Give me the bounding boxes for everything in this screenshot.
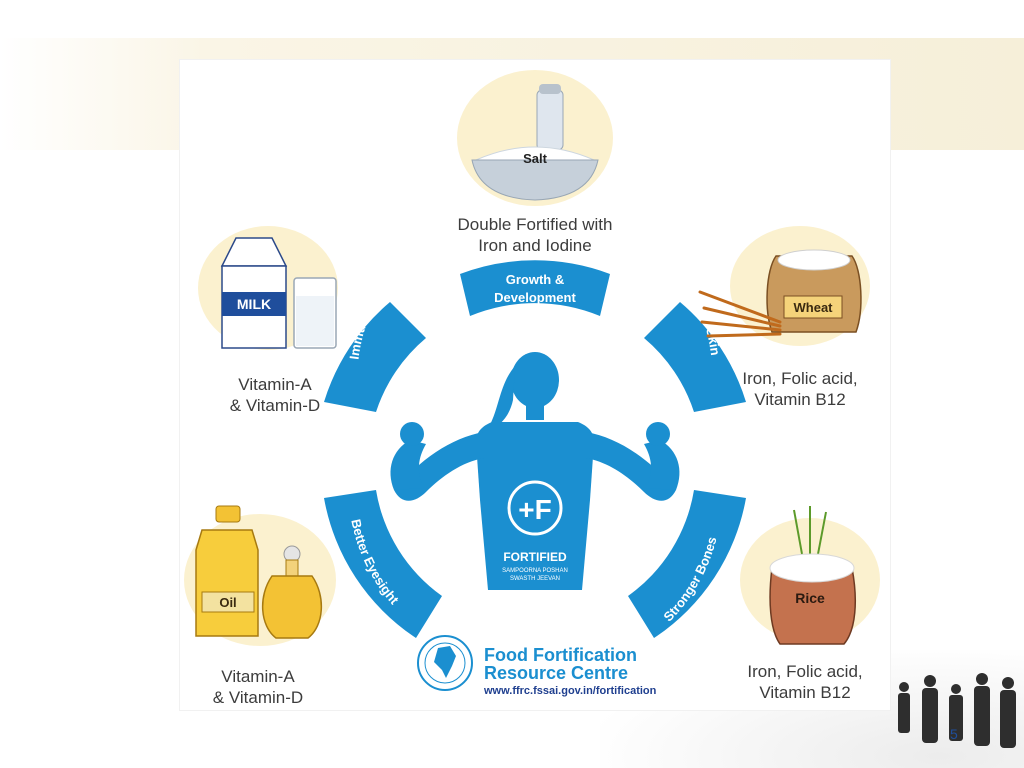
salt-caption: Double Fortified with Iron and Iodine — [457, 215, 613, 255]
benefit-ring — [324, 260, 746, 638]
segment-stronger-bones — [628, 490, 746, 638]
logo-url: www.ffrc.fssai.gov.in/fortification — [483, 685, 657, 697]
wheat-illustration: Wheat — [698, 226, 870, 346]
segment-immunity — [324, 302, 426, 412]
segment-healthy-skin — [644, 302, 746, 412]
business-people-decoration — [898, 673, 1016, 748]
fortified-mark: +F — [518, 494, 551, 525]
oil-label: Oil — [219, 595, 236, 610]
slide-number: 5 — [950, 726, 958, 742]
segment-growth — [460, 260, 610, 316]
milk-caption: Vitamin-A & Vitamin-D — [229, 375, 321, 415]
growth-label-line1: Growth & — [506, 272, 565, 287]
rice-illustration: Rice — [740, 506, 880, 645]
growth-label-line2: Development — [494, 290, 576, 305]
ffrc-logo: Food Fortification Resource Centre www.f… — [417, 635, 657, 697]
oil-caption: Vitamin-A & Vitamin-D — [212, 667, 304, 707]
segment-better-eyesight — [324, 490, 442, 638]
fortified-title: FORTIFIED — [503, 550, 567, 564]
salt-label: Salt — [523, 151, 548, 166]
fortified-subtitle-1: SAMPOORNA POSHAN — [502, 568, 568, 574]
fortified-subtitle-2: SWASTH JEEVAN — [510, 576, 560, 582]
fortified-badge: +F FORTIFIED SAMPOORNA POSHAN SWASTH JEE… — [502, 480, 568, 582]
milk-label: MILK — [237, 296, 271, 312]
oil-illustration: Oil — [184, 505, 336, 646]
rice-label: Rice — [795, 590, 825, 606]
salt-illustration: Salt — [457, 70, 613, 206]
wheat-label: Wheat — [794, 300, 834, 315]
fortification-infographic: Growth & Development Immunity Healthy Sk… — [180, 60, 890, 710]
strong-woman-figure — [390, 352, 680, 590]
logo-line1: Food Fortification — [484, 645, 637, 665]
wheat-caption: Iron, Folic acid, Vitamin B12 — [742, 369, 858, 409]
milk-illustration: MILK — [198, 226, 338, 350]
logo-line2: Resource Centre — [484, 663, 628, 683]
india-map-icon — [434, 646, 456, 678]
infographic-canvas: Growth & Development Immunity Healthy Sk… — [184, 70, 880, 697]
rice-caption: Iron, Folic acid, Vitamin B12 — [747, 662, 863, 702]
